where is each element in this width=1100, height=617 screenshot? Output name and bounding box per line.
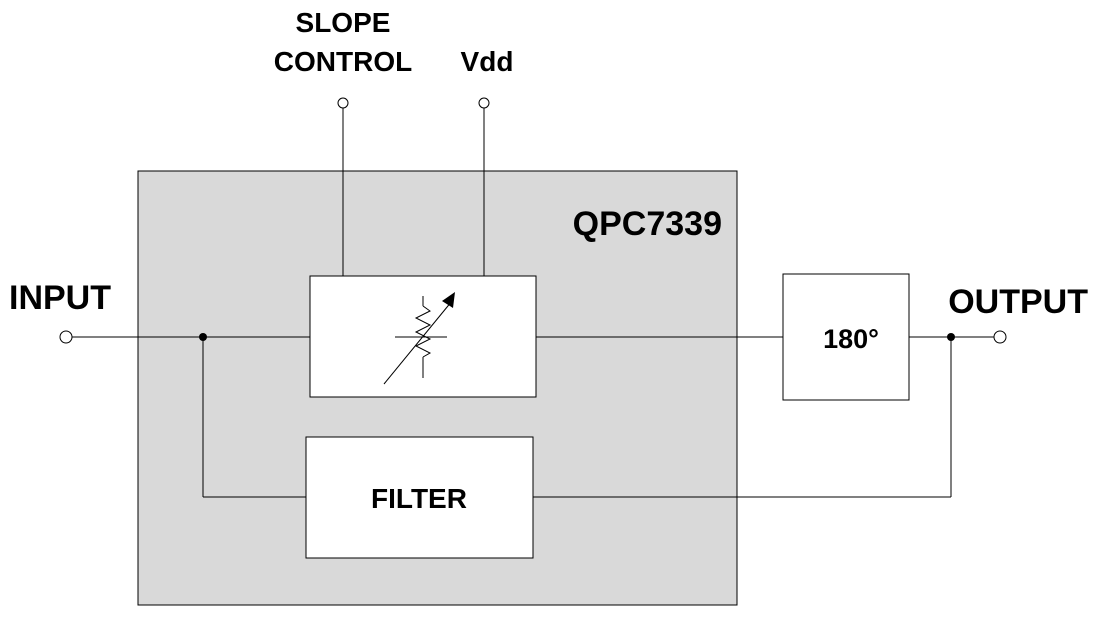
slope-control-label-line1: SLOPE [296,7,391,38]
vdd-label: Vdd [461,46,514,77]
slope-control-label-line2: CONTROL [274,46,412,77]
slope-control-pin[interactable] [337,97,349,109]
phase-label: 180° [823,324,879,354]
input-junction [199,333,207,341]
variable-resistor-icon [383,292,455,385]
output-junction [947,333,955,341]
filter-label: FILTER [371,483,467,514]
attenuator-block[interactable] [309,275,537,398]
chip-name-label: QPC7339 [573,205,722,243]
input-pin[interactable] [59,330,73,344]
output-pin[interactable] [993,330,1007,344]
phase-inverter-block[interactable]: 180° [782,273,910,401]
filter-block[interactable]: FILTER [305,436,534,559]
filter-box[interactable] [305,436,534,559]
vdd-pin[interactable] [478,97,490,109]
phase-inverter-box[interactable] [782,273,910,401]
output-label: OUTPUT [948,283,1088,321]
input-label: INPUT [9,279,111,317]
